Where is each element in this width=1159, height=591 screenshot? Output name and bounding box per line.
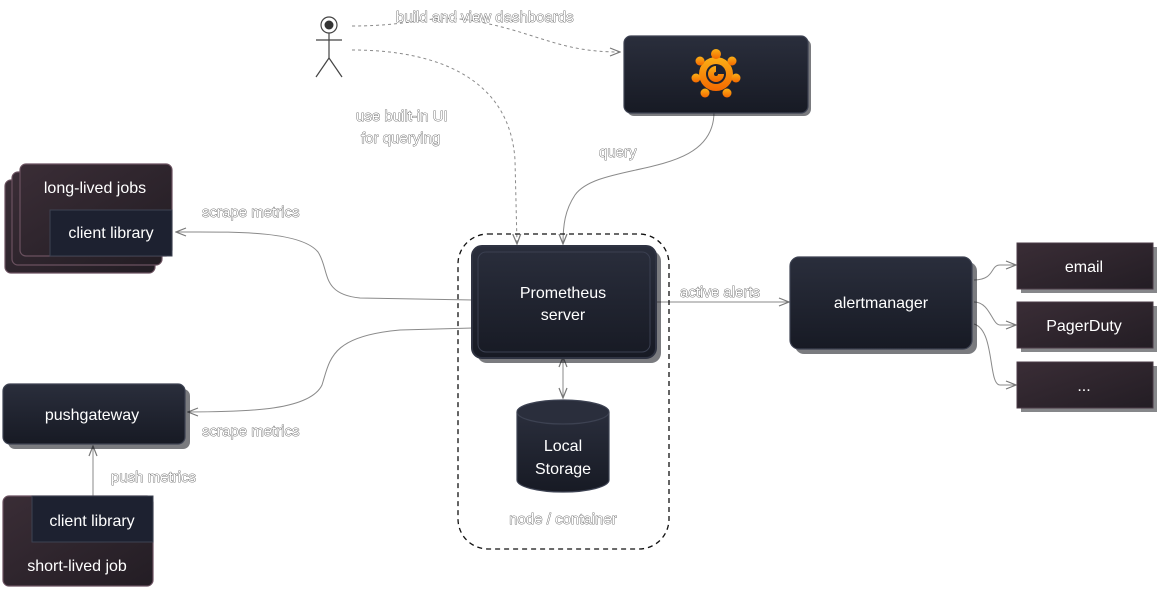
alertmanager-node[interactable]: alertmanager (789, 256, 977, 354)
prometheus-server-label-1: Prometheus (520, 285, 606, 302)
client-library-bottom-label: client library (49, 513, 134, 530)
local-storage-label-2: Storage (535, 461, 591, 478)
edges (93, 17, 1016, 496)
more-targets-node[interactable]: ... (1016, 361, 1157, 412)
edge-more (973, 323, 1016, 385)
prometheus-server-node[interactable]: Prometheus server (471, 245, 661, 363)
label-builtin-ui-1: use built-in UI (356, 108, 448, 125)
edge-pagerduty (973, 301, 1016, 325)
node-container-group (457, 233, 670, 550)
email-label: email (1065, 259, 1103, 276)
edge-labels: build and view dashboards use built-in U… (111, 9, 761, 487)
client-library-top-label: client library (68, 225, 153, 242)
grafana-logo-icon (691, 49, 741, 98)
label-builtin-ui-2: for querying (361, 130, 440, 147)
long-lived-jobs-node[interactable]: long-lived jobs client library (4, 163, 173, 274)
edge-build-dashboards (351, 17, 620, 52)
label-build-dashboards: build and view dashboards (396, 9, 574, 26)
node-container-label: node / container (509, 511, 617, 528)
alertmanager-label: alertmanager (834, 295, 929, 312)
pushgateway-node[interactable]: pushgateway (2, 383, 190, 449)
local-storage-node[interactable]: Local Storage (516, 399, 610, 493)
email-node[interactable]: email (1016, 242, 1157, 293)
short-lived-job-node[interactable]: client library short-lived job (2, 495, 154, 587)
label-push-metrics: push metrics (111, 469, 196, 486)
user-icon (315, 16, 343, 78)
label-scrape-top: scrape metrics (202, 204, 300, 221)
prometheus-server-label-2: server (541, 307, 586, 324)
edge-builtin-ui (351, 49, 517, 244)
edge-scrape-top (176, 232, 474, 301)
edge-query (563, 111, 715, 244)
label-query: query (599, 144, 637, 161)
long-lived-jobs-label: long-lived jobs (44, 180, 146, 197)
edge-scrape-bottom (188, 327, 474, 412)
pagerduty-node[interactable]: PagerDuty (1016, 301, 1157, 352)
grafana-node[interactable] (623, 35, 811, 116)
edge-email (973, 265, 1016, 281)
local-storage-label-1: Local (544, 438, 582, 455)
pagerduty-label: PagerDuty (1046, 318, 1122, 335)
label-scrape-bottom: scrape metrics (202, 423, 300, 440)
label-active-alerts: active alerts (680, 284, 760, 301)
pushgateway-label: pushgateway (45, 407, 139, 424)
more-targets-label: ... (1077, 378, 1090, 395)
short-lived-job-label: short-lived job (27, 558, 127, 575)
